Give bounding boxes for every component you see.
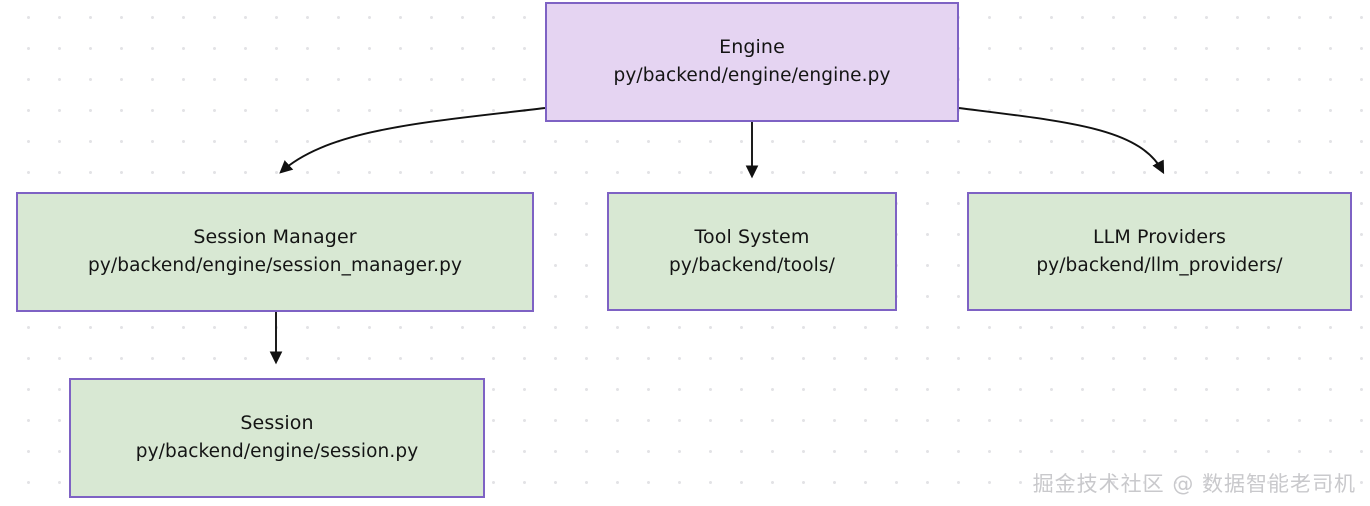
node-llm-providers-title: LLM Providers	[1092, 225, 1227, 248]
edge-engine-to-llm-providers	[958, 107, 1165, 175]
node-session-manager-path: py/backend/engine/session_manager.py	[88, 255, 462, 277]
node-engine[interactable]: Engine py/backend/engine/engine.py	[545, 2, 959, 122]
watermark-text: 掘金技术社区 @ 数据智能老司机	[1032, 472, 1356, 496]
node-llm-providers-path: py/backend/llm_providers/	[1036, 254, 1283, 276]
node-tool-system-title: Tool System	[694, 225, 810, 248]
node-session-path: py/backend/engine/session.py	[135, 441, 419, 463]
node-engine-title: Engine	[719, 36, 785, 59]
node-tool-system[interactable]: Tool System py/backend/tools/	[607, 192, 897, 311]
node-llm-providers[interactable]: LLM Providers py/backend/llm_providers/	[967, 192, 1352, 311]
node-tool-system-path: py/backend/tools/	[669, 254, 835, 276]
node-engine-path: py/backend/engine/engine.py	[613, 65, 891, 87]
node-session-manager[interactable]: Session Manager py/backend/engine/sessio…	[16, 192, 534, 312]
node-session-manager-title: Session Manager	[193, 226, 357, 249]
node-session[interactable]: Session py/backend/engine/session.py	[69, 378, 485, 498]
edge-engine-to-session-manager	[279, 107, 546, 174]
node-session-title: Session	[240, 412, 314, 435]
